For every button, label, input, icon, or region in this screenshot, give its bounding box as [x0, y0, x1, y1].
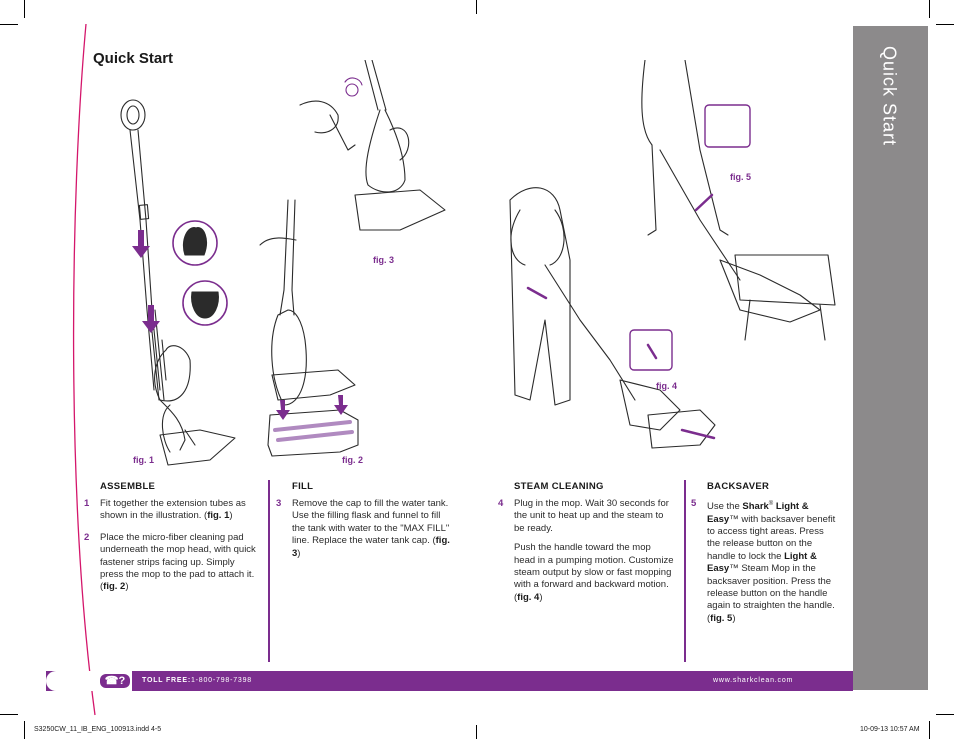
- fig1-detail-circles: [172, 220, 228, 326]
- step-3: 3 Remove the cap to fill the water tank.…: [276, 498, 450, 559]
- step-4: 4 Plug in the mop. Wait 30 seconds for t…: [498, 498, 674, 603]
- crop-mark: [476, 0, 477, 14]
- fig5-arrow: [694, 193, 714, 212]
- column-rule: [268, 480, 270, 662]
- column-rule: [684, 480, 686, 662]
- phone-icon: ☎?: [100, 674, 130, 688]
- step-2-number: 2: [84, 531, 90, 543]
- crop-mark: [0, 714, 18, 715]
- step-1: 1 Fit together the extension tubes as sh…: [84, 498, 246, 522]
- steam-section: STEAM CLEANING 4 Plug in the mop. Wait 3…: [498, 481, 674, 613]
- sidebar-tab: Quick Start: [853, 26, 928, 690]
- steam-heading: STEAM CLEANING: [514, 481, 604, 492]
- fill-section: FILL 3 Remove the cap to fill the water …: [276, 481, 450, 569]
- slug-date: 10-09-13 10:57 AM: [860, 726, 920, 733]
- crop-mark: [936, 24, 954, 25]
- fig5-label: fig. 5: [730, 172, 752, 182]
- slug-file: S3250CW_11_IB_ENG_100913.indd 4-5: [34, 726, 162, 733]
- backsaver-section: BACKSAVER 5 Use the Shark® Light & Easy™…: [691, 481, 839, 634]
- toll-free: TOLL FREE:1-800-798-7398: [142, 677, 252, 684]
- fig2-label: fig. 2: [342, 455, 364, 465]
- fig1-label: fig. 1: [133, 455, 155, 465]
- footer-bar: ☎? TOLL FREE:1-800-798-7398 www.sharkcle…: [46, 671, 853, 691]
- fig1-illustration: [120, 99, 236, 466]
- sidebar-label: Quick Start: [879, 46, 900, 147]
- page-title: Quick Start: [93, 50, 174, 67]
- crop-mark: [929, 721, 930, 739]
- fig2-arrows: [276, 395, 348, 420]
- backsaver-heading: BACKSAVER: [707, 481, 770, 492]
- website-link[interactable]: www.sharkclean.com: [713, 677, 794, 684]
- fig2-illustration: [259, 199, 359, 457]
- fig3-label: fig. 3: [373, 255, 395, 265]
- fig5-illustration: [641, 60, 836, 341]
- crop-mark: [24, 721, 25, 739]
- crop-mark: [24, 0, 25, 18]
- crop-mark: [929, 0, 930, 18]
- step-2: 2 Place the micro-fiber cleaning pad und…: [84, 531, 256, 593]
- step-4-number: 4: [498, 498, 504, 509]
- crop-mark: [936, 714, 954, 715]
- assemble-section: ASSEMBLE 1 Fit together the extension tu…: [84, 481, 260, 603]
- assemble-heading: ASSEMBLE: [100, 481, 156, 492]
- fig1-arrows: [132, 230, 160, 333]
- step-5: 5 Use the Shark® Light & Easy™ with back…: [691, 498, 836, 624]
- fig3-illustration: [299, 60, 446, 231]
- illustrations: [120, 60, 836, 466]
- crop-mark: [0, 24, 18, 25]
- step-5-number: 5: [691, 498, 697, 509]
- fig4-arrows: [526, 286, 716, 440]
- crop-mark: [476, 725, 477, 739]
- step-3-number: 3: [276, 498, 282, 509]
- step-1-number: 1: [84, 498, 90, 509]
- fig4-illustration: [509, 187, 716, 449]
- fill-heading: FILL: [292, 481, 314, 492]
- fig4-label: fig. 4: [656, 381, 678, 391]
- left-binding-curve: [72, 23, 96, 716]
